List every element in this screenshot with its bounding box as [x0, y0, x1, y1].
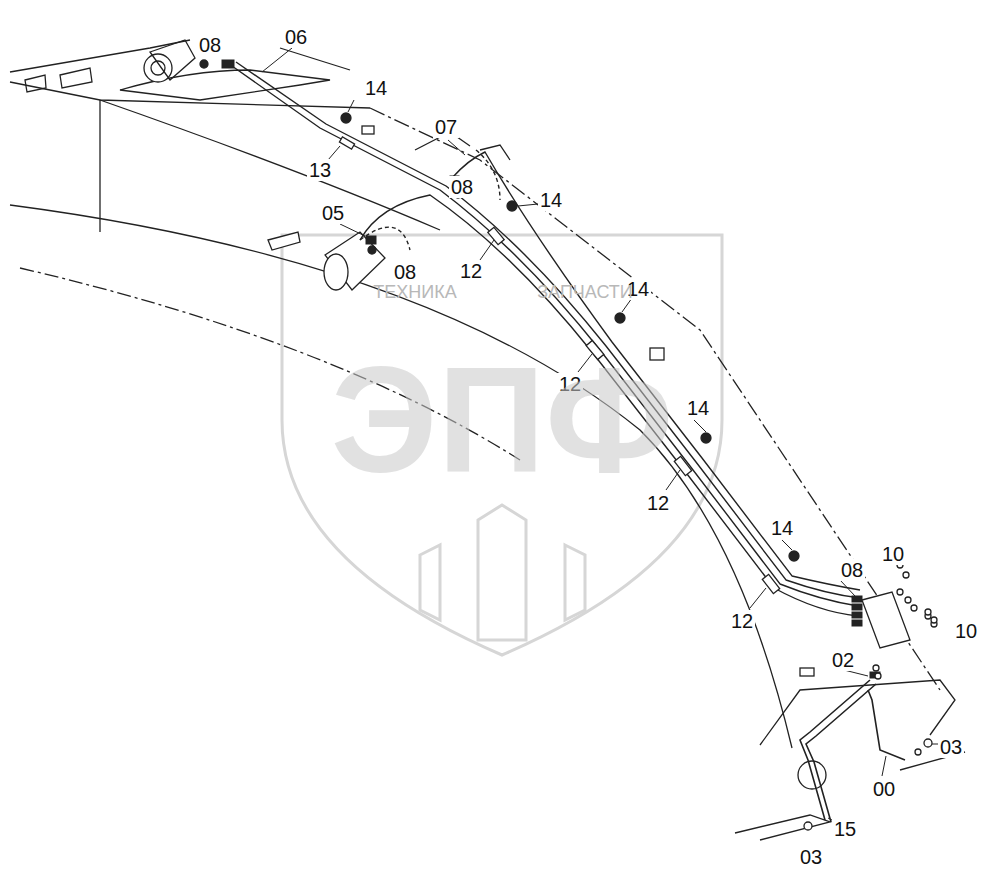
callout-number: 14	[769, 517, 795, 539]
callout-number: 10	[880, 543, 906, 565]
leader-lines	[262, 48, 938, 822]
callout-number: 14	[363, 77, 389, 99]
hose-bundle	[232, 62, 860, 616]
callout-number: 08	[392, 261, 418, 283]
callout-number: 08	[839, 559, 865, 581]
cylinder-ends	[144, 40, 510, 290]
callout-number: 03	[798, 846, 824, 868]
callout-number: 12	[729, 610, 755, 632]
watermark-logo: ЭПФ	[331, 345, 674, 495]
callout-number: 07	[433, 116, 459, 138]
callout-number: 08	[197, 34, 223, 56]
callout-number: 06	[283, 26, 309, 48]
callout-number: 15	[832, 818, 858, 840]
callout-number: 12	[645, 492, 671, 514]
callout-number: 03	[938, 736, 964, 758]
watermark-shield	[282, 235, 722, 655]
fittings	[222, 60, 880, 678]
watermark-text: ТЕХНИКА	[373, 283, 456, 301]
callout-number: 14	[685, 397, 711, 419]
callout-number: 08	[449, 176, 475, 198]
steel-pipes	[800, 680, 905, 822]
callout-number: 13	[307, 159, 333, 181]
callout-number: 10	[953, 620, 979, 642]
callout-number: 02	[830, 649, 856, 671]
connector-block	[862, 589, 937, 648]
callout-number: 00	[871, 778, 897, 800]
callout-number: 12	[458, 260, 484, 282]
clamps-and-bolts	[200, 60, 937, 830]
boom-outline	[10, 40, 965, 840]
callout-number: 05	[320, 202, 346, 224]
watermark-text: ЗАПЧАСТИ	[537, 283, 633, 301]
callout-number: 14	[538, 189, 564, 211]
